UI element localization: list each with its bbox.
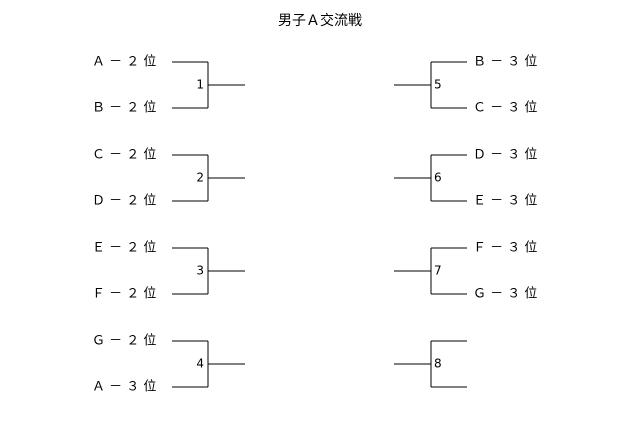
match-number: 1 bbox=[196, 78, 204, 92]
left-team-top: Ｃ － ２ 位 bbox=[92, 148, 156, 163]
match-number: 8 bbox=[434, 357, 442, 371]
left-team-bottom: Ｆ － ２ 位 bbox=[92, 287, 156, 302]
left-team-top: Ａ － ２ 位 bbox=[92, 55, 156, 70]
left-team-bottom: Ｄ － ２ 位 bbox=[92, 194, 156, 209]
left-team-top: Ｅ － ２ 位 bbox=[92, 241, 156, 256]
right-team-bottom: Ｅ － ３ 位 bbox=[473, 194, 537, 209]
left-team-top: Ｇ － ２ 位 bbox=[92, 334, 156, 349]
match-number: 7 bbox=[434, 264, 442, 278]
match-number: 6 bbox=[434, 171, 442, 185]
match-number: 2 bbox=[196, 171, 204, 185]
right-team-bottom: Ｃ － ３ 位 bbox=[473, 101, 537, 116]
left-team-bottom: Ａ － ３ 位 bbox=[92, 380, 156, 395]
match-number: 3 bbox=[196, 264, 204, 278]
left-team-bottom: Ｂ － ２ 位 bbox=[92, 101, 156, 116]
right-team-top: Ｂ － ３ 位 bbox=[473, 55, 537, 70]
right-team-top: Ｆ － ３ 位 bbox=[473, 241, 537, 256]
bracket-title: 男子Ａ交流戦 bbox=[278, 13, 362, 29]
right-team-top: Ｄ － ３ 位 bbox=[473, 148, 537, 163]
right-team-bottom: Ｇ － ３ 位 bbox=[473, 287, 537, 302]
match-number: 4 bbox=[196, 357, 204, 371]
match-number: 5 bbox=[434, 78, 442, 92]
